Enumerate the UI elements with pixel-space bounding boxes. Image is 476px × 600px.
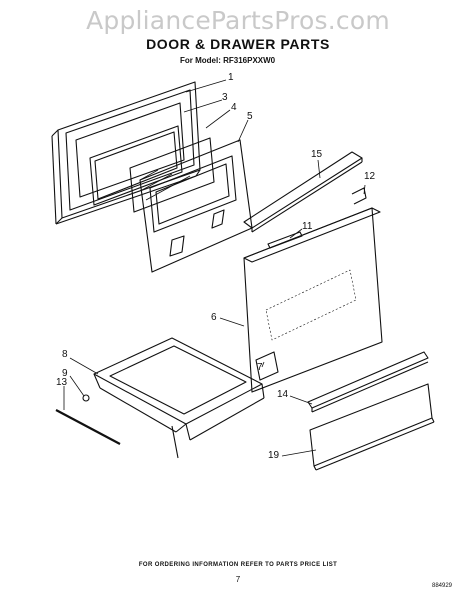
outer-door-frame xyxy=(51,81,201,225)
callout-9: 9 xyxy=(62,368,68,379)
callout-15: 15 xyxy=(311,149,323,160)
callout-13: 13 xyxy=(56,377,68,388)
top-trim xyxy=(243,151,363,233)
ordering-note: FOR ORDERING INFORMATION REFER TO PARTS … xyxy=(138,562,338,568)
callout-8: 8 xyxy=(62,349,68,360)
outer-door-panel xyxy=(243,207,383,393)
callout-19: 19 xyxy=(268,450,280,461)
diagram-code: 884929 xyxy=(432,583,453,589)
callout-4: 4 xyxy=(231,102,237,113)
callout-1: 1 xyxy=(228,72,234,83)
drawer-roller xyxy=(82,394,90,402)
callout-6: 6 xyxy=(211,312,217,323)
callout-5: 5 xyxy=(247,111,253,122)
storage-drawer xyxy=(93,337,265,459)
callout-12: 12 xyxy=(364,171,376,182)
callout-3: 3 xyxy=(222,92,228,103)
hinge-bar xyxy=(267,231,303,249)
drawer-trim xyxy=(307,351,429,413)
door-seal xyxy=(89,125,183,206)
page-number: 7 xyxy=(235,575,241,584)
drawer-front xyxy=(309,383,435,471)
drawer-rail xyxy=(55,409,121,445)
callout-leaders xyxy=(63,79,366,457)
callout-14: 14 xyxy=(277,389,289,400)
watermark: AppliancePartsPros.com xyxy=(86,6,390,35)
callout-11: 11 xyxy=(302,221,313,232)
callout-7: 7 xyxy=(257,362,263,373)
bracket-12 xyxy=(351,187,367,205)
inner-door-panel xyxy=(139,139,253,273)
page-title: DOOR & DRAWER PARTS xyxy=(146,36,330,52)
model-number: For Model: RF316PXXW0 xyxy=(180,56,276,65)
